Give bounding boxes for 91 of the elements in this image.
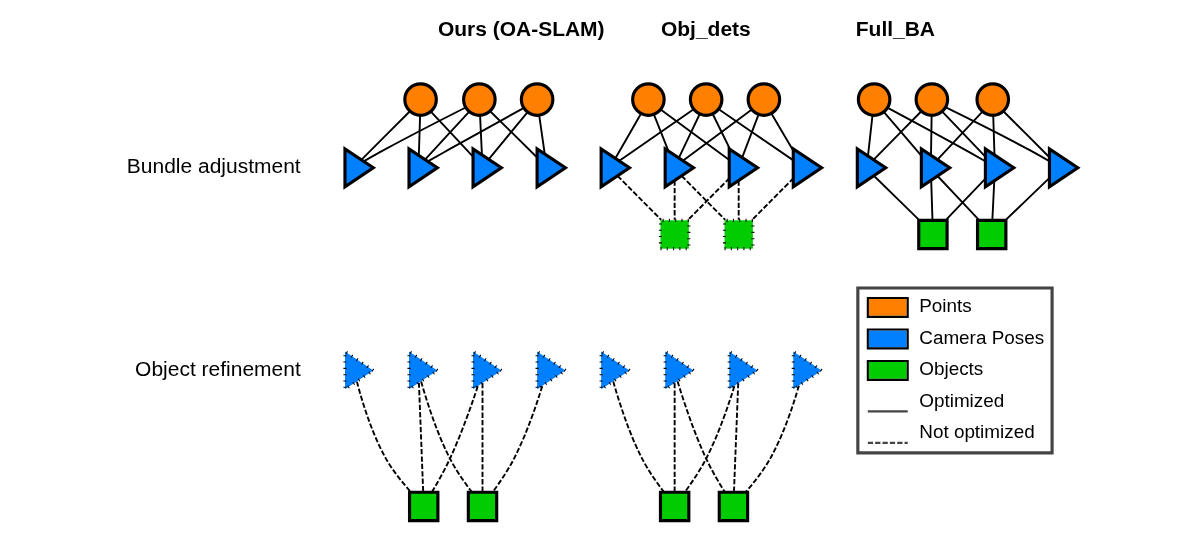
node-triangle — [983, 145, 1017, 190]
node-triangle — [727, 145, 760, 190]
connector — [686, 177, 730, 222]
connector — [750, 177, 794, 222]
connector — [673, 382, 676, 494]
connector — [652, 113, 669, 152]
connector — [429, 110, 474, 158]
label: Object refinement — [134, 356, 301, 380]
connector — [872, 174, 920, 222]
legend-label: Optimized — [918, 389, 1004, 411]
connector — [882, 111, 922, 157]
node-triangle — [599, 145, 632, 190]
connector — [419, 380, 473, 493]
connector — [737, 179, 740, 221]
connector — [991, 114, 995, 156]
legend-label: Not optimized — [918, 421, 1035, 443]
connector — [491, 385, 543, 493]
node-circle — [974, 82, 1010, 117]
node-triangle — [535, 145, 568, 190]
connector — [430, 385, 479, 494]
node-box — [466, 490, 498, 523]
node-circle — [746, 82, 781, 117]
node-triangle — [855, 145, 888, 190]
node-circle — [630, 82, 666, 117]
connector — [683, 385, 735, 493]
node-circle — [914, 82, 949, 117]
connector — [681, 108, 752, 162]
connector — [426, 107, 524, 163]
connector — [613, 112, 642, 160]
connector — [360, 110, 411, 161]
connector — [732, 382, 739, 494]
node-triangle — [791, 145, 824, 190]
connector — [362, 106, 467, 163]
label: Bundle adjustment — [126, 154, 301, 178]
node-box — [407, 490, 439, 523]
node-box — [658, 218, 690, 251]
node-box — [717, 490, 749, 523]
label: Ours (OA-SLAM) — [437, 16, 605, 40]
connector — [866, 114, 873, 157]
connector — [944, 106, 1050, 163]
label: Obj_dets — [660, 16, 751, 40]
connector — [990, 180, 995, 221]
node-triangle — [342, 145, 376, 190]
connector — [711, 113, 731, 151]
node-circle — [519, 82, 554, 117]
connector — [1004, 177, 1050, 222]
connector — [488, 110, 538, 159]
node-circle — [402, 82, 438, 117]
connector — [417, 114, 421, 157]
connector — [417, 381, 424, 493]
node-triangle — [406, 145, 440, 190]
connector — [677, 113, 701, 159]
legend-label: Points — [918, 295, 972, 317]
connector — [659, 108, 730, 161]
connector — [929, 114, 933, 157]
legend-label: Camera Poses — [918, 326, 1044, 348]
connector — [936, 175, 980, 221]
connector — [478, 114, 483, 156]
node-triangle — [471, 145, 504, 190]
connector — [886, 106, 986, 163]
connector — [355, 380, 412, 493]
connector — [929, 179, 933, 222]
connector — [1001, 110, 1050, 159]
connector — [537, 114, 546, 155]
connector — [740, 113, 759, 159]
connector — [616, 175, 662, 221]
connector — [944, 178, 986, 221]
node-box — [658, 490, 690, 523]
node-triangle — [919, 145, 953, 190]
node-box — [975, 218, 1007, 251]
node-triangle — [1047, 145, 1081, 190]
connector — [676, 380, 726, 494]
connector — [744, 384, 800, 493]
connector — [481, 382, 483, 494]
connector — [487, 111, 529, 161]
node-box — [916, 218, 949, 251]
connector — [680, 175, 726, 221]
connector — [611, 380, 665, 493]
node-circle — [856, 82, 891, 117]
label: Full_BA — [855, 16, 935, 40]
node-circle — [688, 82, 723, 117]
connector — [770, 112, 794, 152]
connector — [423, 110, 470, 161]
legend-label: Objects — [918, 358, 983, 380]
connector — [872, 110, 922, 161]
connector — [617, 108, 695, 162]
connector — [717, 108, 794, 162]
node-circle — [461, 82, 497, 117]
node-triangle — [663, 145, 696, 190]
connector — [673, 179, 676, 221]
node-box — [722, 218, 754, 251]
